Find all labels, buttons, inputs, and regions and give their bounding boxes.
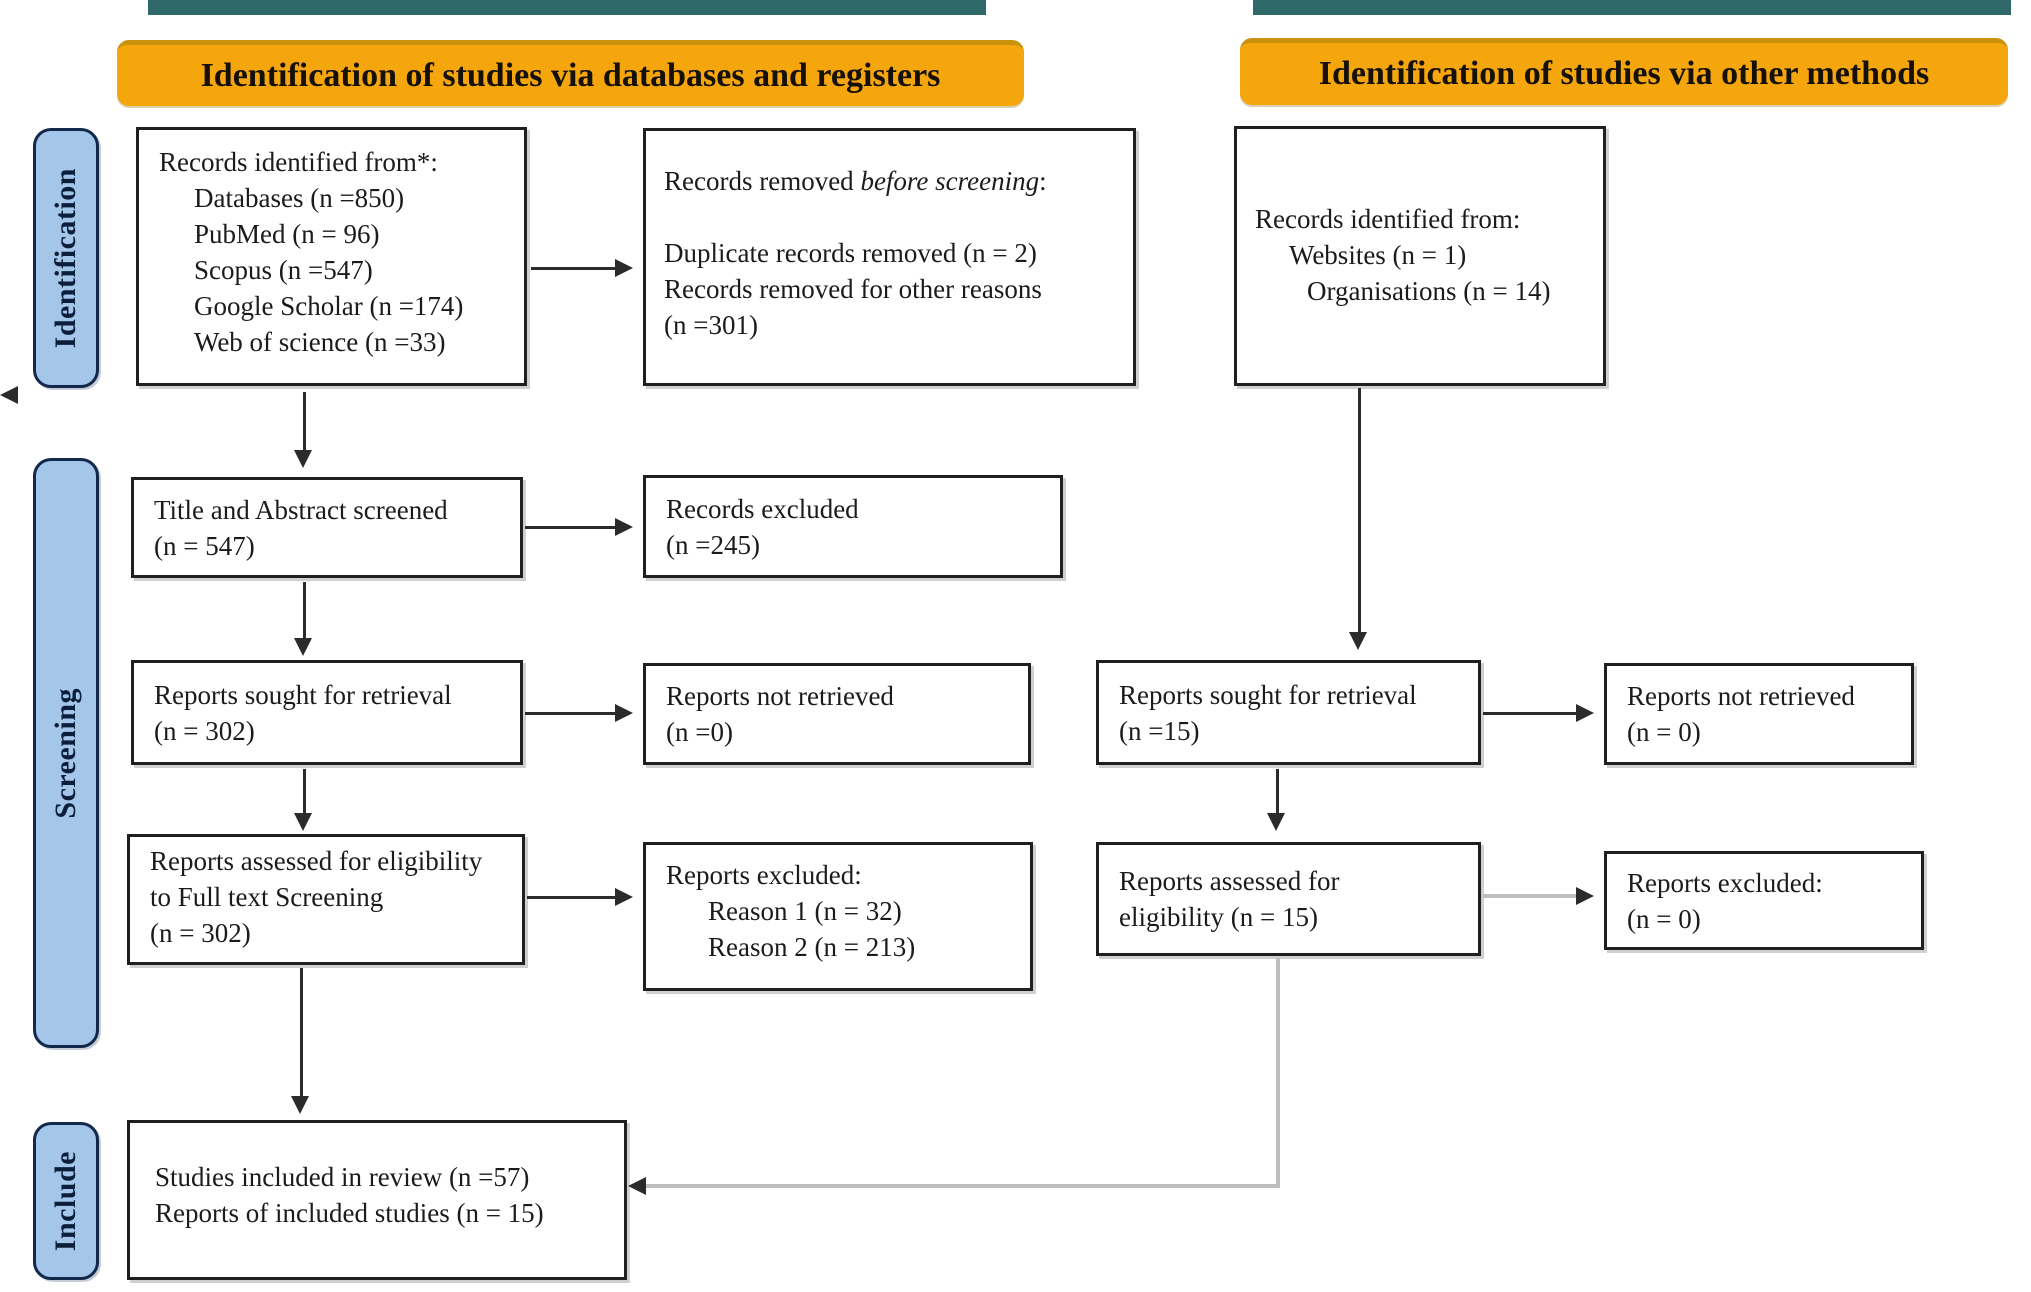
stage-label-identification: Identification (33, 128, 99, 388)
stage-label-include: Include (33, 1122, 99, 1280)
stage-label-screening: Screening (33, 458, 99, 1048)
box-reports-assessed-other: Reports assessed for eligibility (n = 15… (1096, 842, 1481, 956)
box-title: Records removed before screening: (664, 166, 1047, 196)
top-teal-strip-left (148, 0, 986, 15)
box-title: Reports excluded: (666, 860, 862, 890)
box-records-identified-databases: Records identified from*: Databases (n =… (136, 127, 527, 386)
header-other-methods: Identification of studies via other meth… (1240, 38, 2008, 105)
box-title-abstract-screened: Title and Abstract screened (n = 547) (131, 477, 523, 578)
box-reports-excluded-other: Reports excluded: (n = 0) (1604, 851, 1924, 950)
box-reports-not-retrieved-other: Reports not retrieved (n = 0) (1604, 663, 1914, 765)
header-other-methods-label: Identification of studies via other meth… (1318, 55, 1930, 92)
header-databases-registers-label: Identification of studies via databases … (200, 56, 941, 94)
box-reports-excluded-databases: Reports excluded: Reason 1 (n = 32) Reas… (643, 842, 1033, 991)
box-records-excluded: Records excluded (n =245) (643, 475, 1063, 578)
top-teal-strip-right (1253, 0, 2011, 15)
header-databases-registers: Identification of studies via databases … (117, 40, 1024, 106)
box-reports-sought-other: Reports sought for retrieval (n =15) (1096, 660, 1481, 765)
box-reports-assessed-databases: Reports assessed for eligibility to Full… (127, 834, 525, 965)
box-studies-included: Studies included in review (n =57) Repor… (127, 1120, 627, 1280)
box-reports-sought-databases: Reports sought for retrieval (n = 302) (131, 660, 523, 765)
box-records-removed-before-screening: Records removed before screening: Duplic… (643, 128, 1136, 386)
cropped-arrowhead-left-edge (0, 386, 18, 404)
box-title: Records identified from*: (159, 147, 438, 177)
box-title: Records identified from: (1255, 204, 1521, 234)
box-reports-not-retrieved-databases: Reports not retrieved (n =0) (643, 663, 1031, 765)
box-records-identified-other: Records identified from: Websites (n = 1… (1234, 126, 1606, 386)
